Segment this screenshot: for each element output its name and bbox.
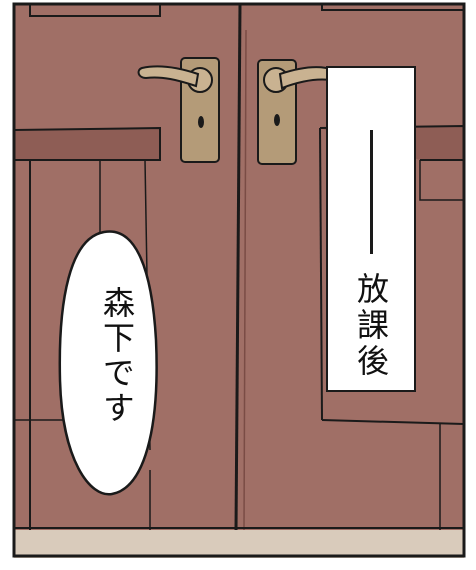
right-door-handle [257,59,339,165]
top-left-panel [29,4,161,17]
top-right-panel [321,4,464,11]
speech-bubble-shape [58,230,158,496]
speech-bubble-text: 森下です [98,286,136,426]
narration-caption: 放課後 [326,66,416,392]
caption-dash [369,130,373,254]
left-upper-rail [13,126,161,161]
floor-strip [14,528,464,558]
left-door-handle [137,57,220,163]
door-seam [234,3,242,531]
speech-bubble: 森下です [90,286,144,446]
caption-text: 放課後 [352,272,390,380]
panel-border [12,2,466,558]
